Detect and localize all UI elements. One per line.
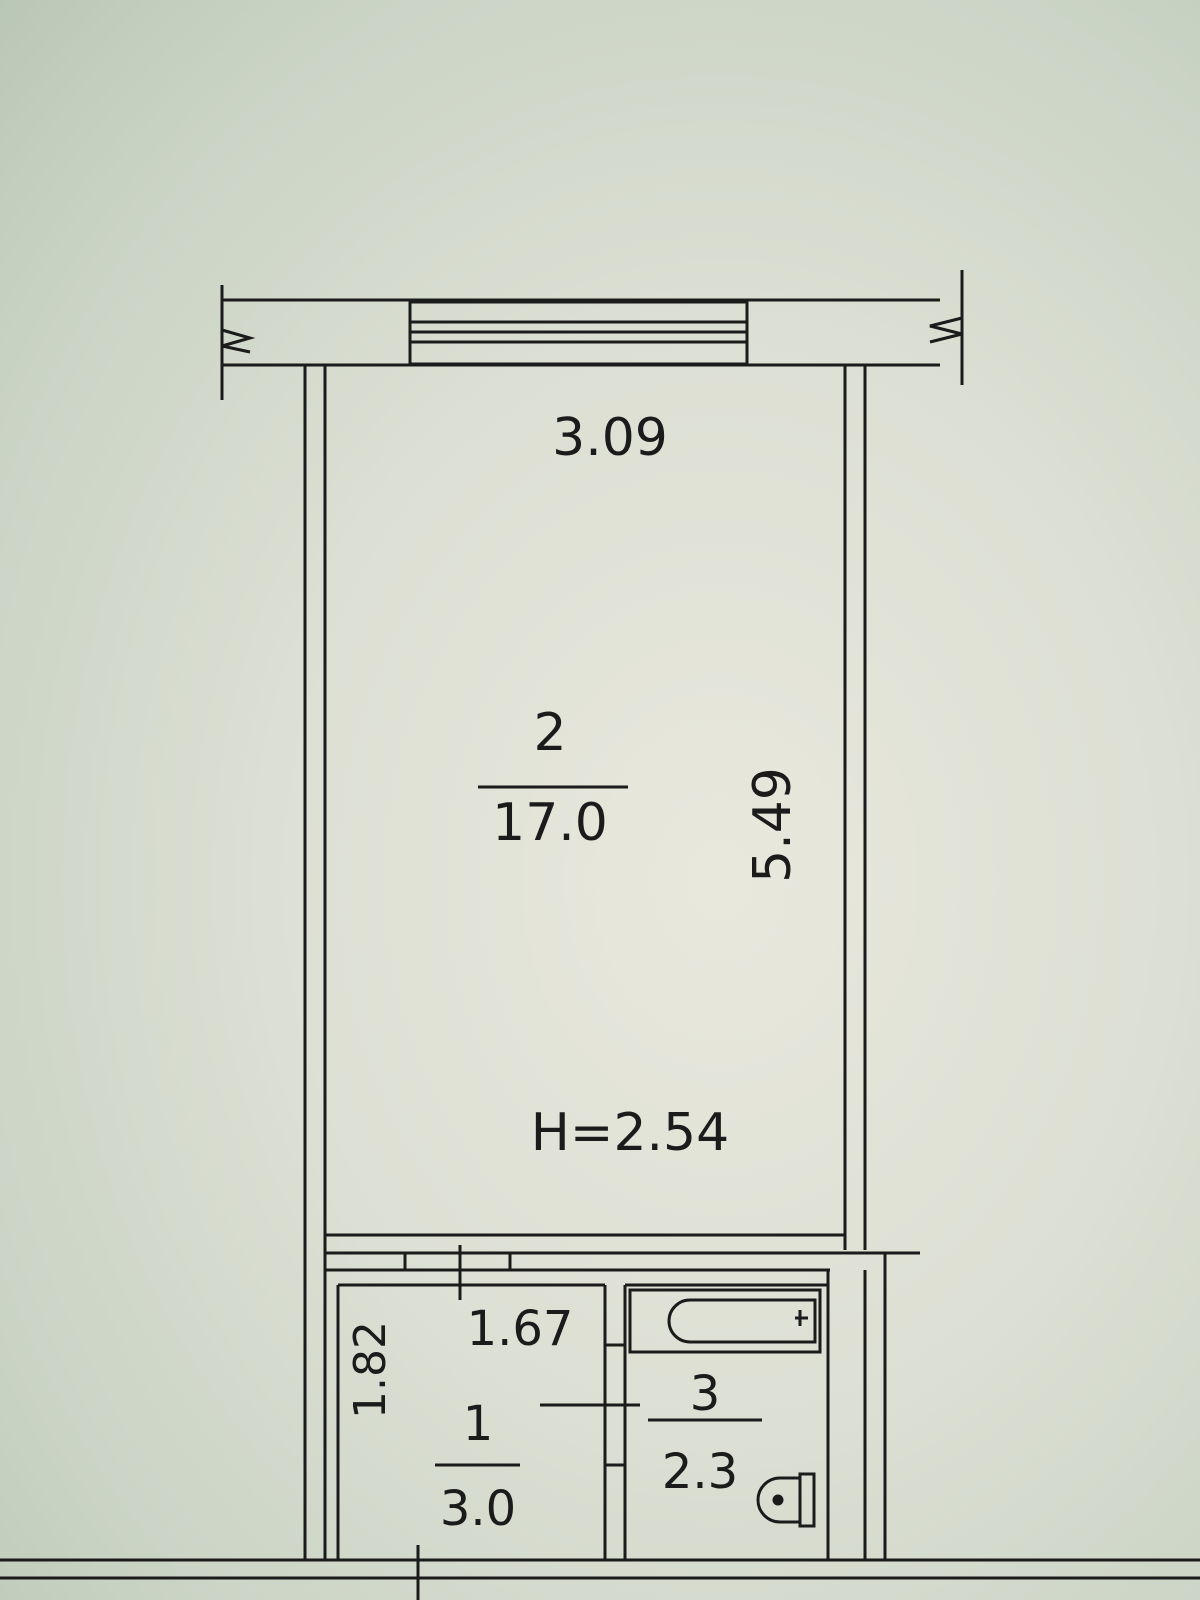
toilet-icon [756, 1472, 816, 1528]
hall-width-label: 1.67 [467, 1301, 574, 1357]
ceiling-height-label: H=2.54 [531, 1103, 729, 1163]
wall-break-mark-right [929, 270, 964, 385]
bathtub-icon [628, 1288, 822, 1354]
main-room-width-label: 3.09 [552, 408, 668, 468]
window [408, 300, 749, 366]
fraction-lines [435, 785, 762, 1467]
hall-area-label: 3.0 [440, 1481, 516, 1537]
bath-area-label: 2.3 [662, 1444, 738, 1500]
hall-length-label: 1.82 [345, 1321, 396, 1419]
main-room-walls [222, 298, 940, 1560]
main-room-area-label: 17.0 [492, 793, 608, 853]
bath-number-label: 3 [690, 1366, 721, 1422]
main-room-number-label: 2 [533, 703, 566, 763]
door-marks [403, 1245, 640, 1600]
hall-number-label: 1 [463, 1396, 494, 1452]
main-room-length-label: 5.49 [743, 767, 803, 883]
wall-break-mark-left [220, 285, 256, 400]
lower-room-walls [0, 1253, 1200, 1580]
